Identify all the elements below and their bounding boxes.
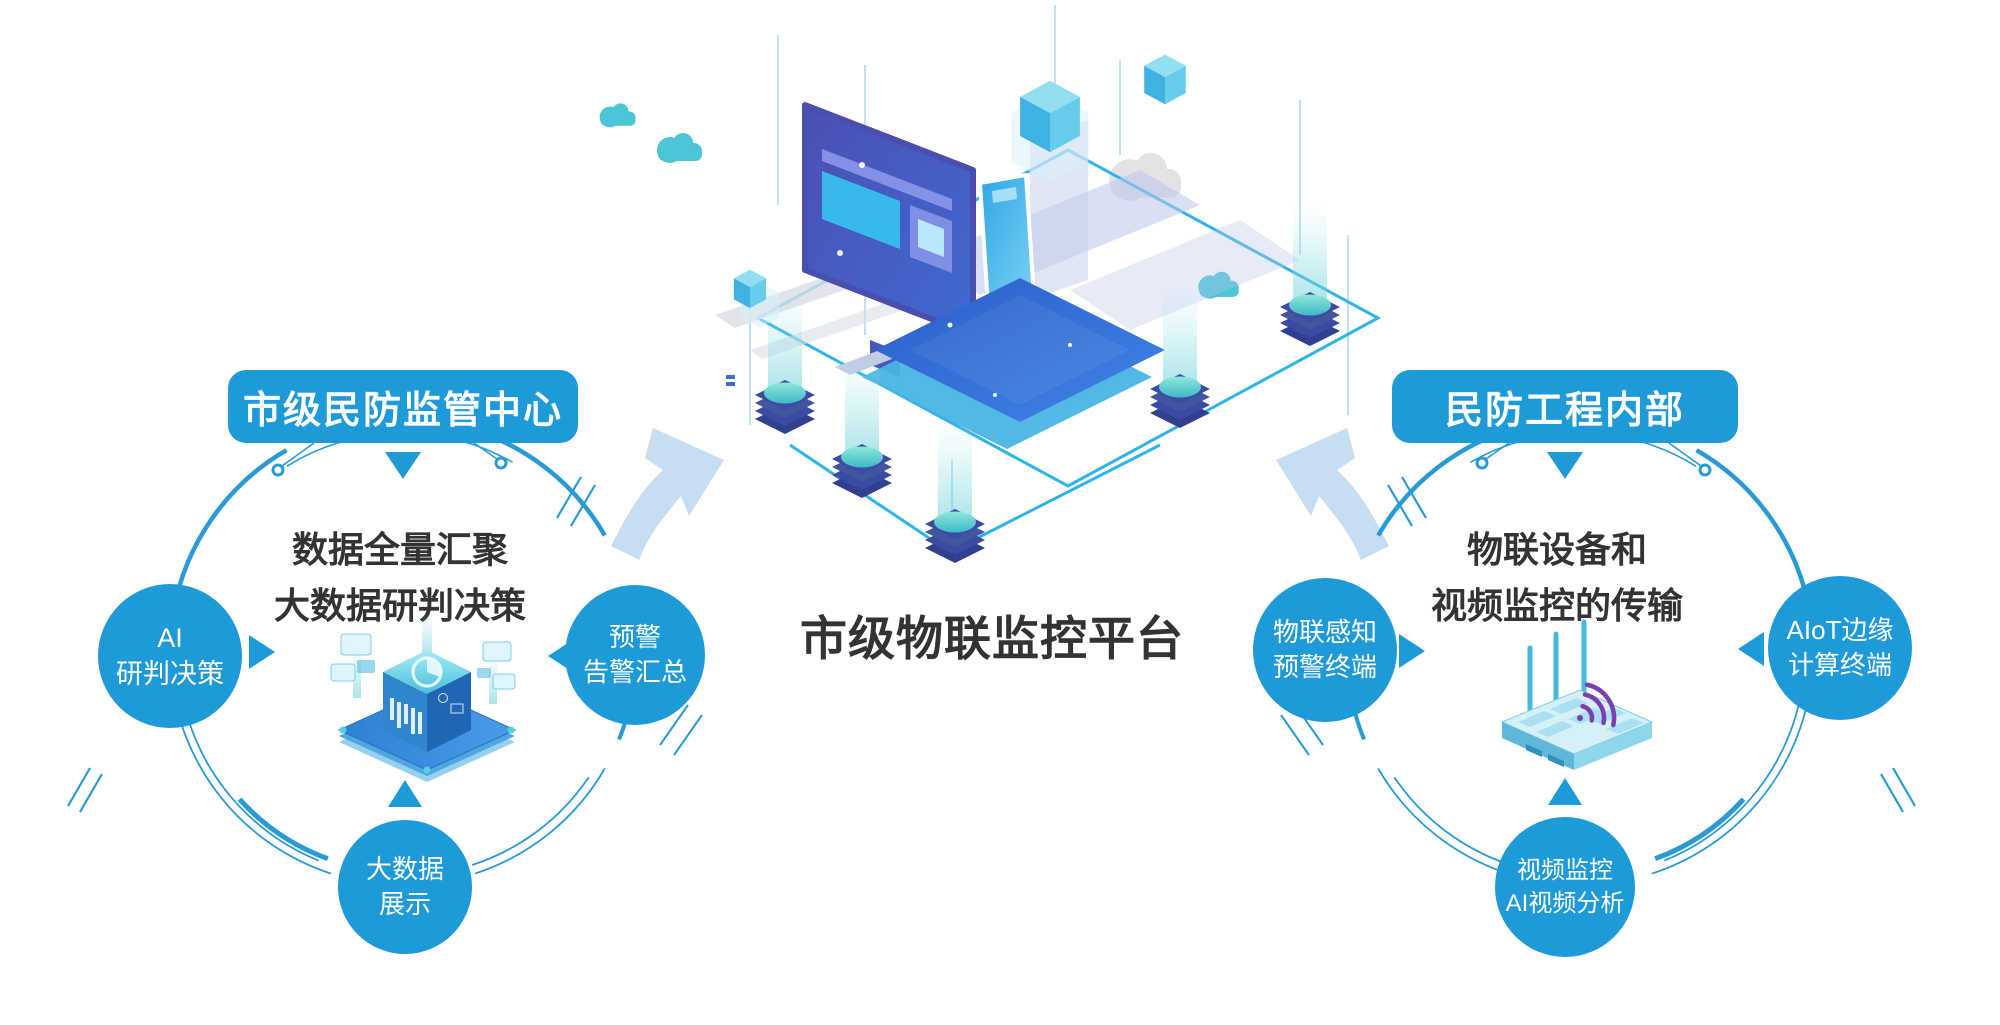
node-label: 视频监控	[1517, 857, 1613, 885]
platform-illustration	[599, 5, 1382, 563]
triangle-down-icon	[385, 452, 421, 479]
triangle-left-icon	[1738, 632, 1764, 666]
left-heading: 数据全量汇聚 大数据研判决策	[200, 522, 600, 634]
right-heading-line1: 物联设备和	[1466, 529, 1647, 570]
triangle-left-icon	[548, 639, 574, 673]
database-stack-icon	[925, 422, 985, 563]
node-label: 研判决策	[116, 658, 224, 689]
triangle-right-icon	[1399, 634, 1425, 668]
left-heading-line1: 数据全量汇聚	[291, 529, 508, 570]
node-label: 预警	[608, 622, 661, 653]
right-heading-line2: 视频监控的传输	[1430, 585, 1683, 626]
router-icon	[1500, 619, 1654, 770]
node-ai-decision: AI 研判决策	[98, 584, 242, 728]
cloud-icon	[599, 103, 636, 128]
node-aiot-edge: AIoT边缘 计算终端	[1768, 576, 1912, 720]
node-label: 告警汇总	[582, 656, 687, 687]
node-label: 物联感知	[1272, 617, 1377, 648]
node-label: AI	[157, 623, 183, 654]
triangle-right-icon	[249, 635, 275, 669]
cube-icon	[1144, 54, 1186, 105]
triangle-down-icon	[1547, 452, 1583, 479]
node-label: 计算终端	[1787, 649, 1892, 680]
node-label: 预警终端	[1272, 651, 1377, 682]
right-badge: 民防工程内部	[1392, 370, 1738, 443]
node-warning-summary: 预警 告警汇总	[565, 585, 705, 725]
server-box-icon	[862, 278, 1165, 449]
node-label: 展示	[378, 888, 431, 919]
node-label: AI视频分析	[1505, 889, 1625, 917]
data-cube-icon	[330, 612, 517, 782]
page-title: 市级物联监控平台	[800, 612, 1184, 665]
antenna-icon	[1527, 619, 1587, 713]
node-bigdata-display: 大数据 展示	[338, 820, 472, 954]
node-label: AIoT边缘	[1786, 615, 1894, 646]
left-badge: 市级民防监管中心	[228, 370, 578, 443]
wifi-icon	[1577, 682, 1617, 728]
cloud-icon	[657, 133, 702, 163]
node-iot-sensing: 物联感知 预警终端	[1253, 578, 1397, 722]
node-label: 大数据	[365, 854, 444, 885]
right-heading: 物联设备和 视频监控的传输	[1357, 522, 1757, 634]
triangle-up-icon	[1548, 778, 1582, 805]
node-video-analysis: 视频监控 AI视频分析	[1495, 817, 1635, 957]
left-heading-line2: 大数据研判决策	[273, 585, 526, 626]
database-stack-icon	[1280, 205, 1340, 346]
triangle-up-icon	[388, 780, 422, 807]
